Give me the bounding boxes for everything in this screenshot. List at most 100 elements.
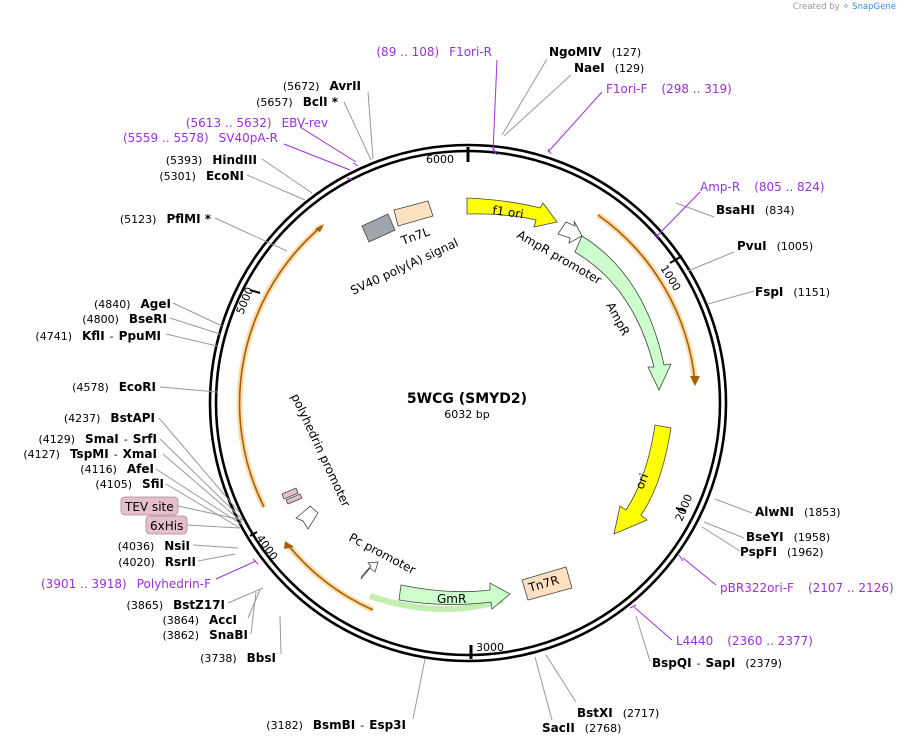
gmr-arrow — [398, 582, 511, 610]
enzyme-labels-left: (3182)BsmBI-Esp3I (3738)BbsI (3862)SnaBI… — [23, 79, 406, 732]
primer: (5613 .. 5632) EBV-rev — [186, 116, 328, 130]
polyhedrin-promoter-label: polyhedrin promoter — [288, 391, 353, 509]
enzyme-site: (4105)SfiI — [95, 477, 164, 491]
enzyme-pos: (1005) — [777, 240, 814, 253]
enzyme-pos: (129) — [615, 62, 645, 75]
his-marker — [285, 493, 303, 505]
enzyme-pos: (4840) — [94, 298, 131, 311]
primer-labels: (89 .. 108)F1ori-R F1ori-F (298 .. 319) A… — [41, 45, 894, 648]
enzyme-name: AlwNI — [755, 505, 794, 519]
credit-prefix: Created by — [792, 2, 840, 12]
primer-name: EBV-rev — [282, 116, 328, 130]
pc-promoter-label: Pc promoter — [347, 530, 418, 577]
enzyme-site: (4741)KflI-PpuMI — [35, 329, 161, 343]
primer: F1ori-F (298 .. 319) — [606, 82, 732, 96]
tn7r-box — [521, 566, 573, 601]
primer: pBR322ori-F(2107 .. 2126) — [720, 581, 894, 595]
enzyme-name: TspMI — [70, 447, 109, 461]
enzyme-pos: (3865) — [127, 599, 164, 612]
enzyme-name: PflMI * — [166, 212, 211, 226]
enzyme-name: NaeI — [574, 61, 605, 75]
enzyme-pos: (3864) — [162, 614, 199, 627]
enzyme-pos: (2768) — [585, 722, 622, 735]
enzyme-name: EcoRI — [119, 380, 156, 394]
orf-arc-right-head — [690, 376, 700, 386]
enzyme-pos: (834) — [765, 204, 795, 217]
primer-range: (298 .. 319) — [661, 82, 731, 96]
primer-name: Polyhedrin-F — [137, 577, 211, 591]
tick-label-3000: 3000 — [476, 641, 504, 654]
enzyme-name: BstZ17I — [173, 598, 225, 612]
enzyme-pos: (4741) — [35, 330, 72, 343]
enzyme-site: (3865) BstZ17I — [127, 598, 225, 612]
enzyme-name: SmaI — [85, 432, 119, 446]
polyhedrin-promoter-arrow — [295, 505, 319, 530]
primer: (89 .. 108)F1ori-R — [376, 45, 492, 59]
f1-ori-label: f1 ori — [492, 203, 525, 221]
primer-name: L4440 — [676, 634, 713, 648]
enzyme-pos: (4800) — [82, 313, 119, 326]
tev-marker — [281, 487, 299, 500]
enzyme-pos: (4036) — [118, 540, 155, 553]
primer: Amp-R(805 .. 824) — [700, 180, 825, 194]
enzyme-pos: (1958) — [794, 531, 831, 544]
enzyme-site: PspFI(1962) — [740, 545, 824, 559]
enzyme-pos: (4105) — [95, 478, 132, 491]
tn7l-label: Tn7L — [398, 225, 432, 249]
enzyme-site: (4578)EcoRI — [72, 380, 156, 394]
enzyme-site: (3864) AccI — [162, 613, 237, 627]
enzyme-site: (5123)PflMI * — [120, 212, 212, 226]
enzyme-site: BseYI(1958) — [746, 530, 830, 544]
enzyme-pos: (2717) — [623, 707, 660, 720]
ampr-promoter-arrow — [557, 220, 583, 244]
ori-label: ori — [633, 472, 651, 491]
enzyme-pos: (5393) — [166, 154, 203, 167]
enzyme-pos: (4127) — [23, 448, 60, 461]
orf-arc-left-head — [315, 224, 324, 232]
gmr-label: GmR — [437, 592, 466, 606]
enzyme-name: BseRI — [129, 312, 167, 326]
enzyme-name: RsrII — [165, 555, 196, 569]
orf-arc-right — [596, 212, 698, 384]
primer-leaders — [215, 59, 717, 641]
sv40-polya-box — [361, 213, 396, 243]
primer-range: (2107 .. 2126) — [808, 581, 894, 595]
enzyme-name: BsaHI — [716, 203, 755, 217]
primer-range: (805 .. 824) — [754, 180, 824, 194]
enzyme-name: BsmBI — [313, 718, 355, 732]
enzyme-pos: (127) — [612, 46, 642, 59]
enzyme-pos: (1962) — [787, 546, 824, 559]
primer: (3901 .. 3918) Polyhedrin-F — [41, 577, 211, 591]
enzyme-name: KflI — [82, 329, 105, 343]
primer-range: (3901 .. 3918) — [41, 577, 127, 591]
plasmid-length: 6032 bp — [444, 408, 489, 421]
enzyme-site: (5672)AvrII — [283, 79, 361, 93]
ampr-arrow — [574, 235, 672, 391]
enzyme-pos: (4020) — [118, 556, 155, 569]
snapgene-logo-icon: ✧ — [842, 2, 850, 12]
primer-range: (5613 .. 5632) — [186, 116, 272, 130]
enzyme-name-2: Esp3I — [369, 718, 406, 732]
enzyme-site: (3738)BbsI — [200, 651, 276, 665]
primer: L4440(2360 .. 2377) — [676, 634, 813, 648]
primer-name: F1ori-F — [606, 82, 647, 96]
tick-label-6000: 6000 — [426, 153, 454, 166]
enzyme-site: (4129)SmaI-SrfI — [38, 432, 157, 446]
enzyme-site: (4237)BstAPI — [64, 411, 155, 425]
enzyme-name: AgeI — [141, 297, 171, 311]
enzyme-name: BspQI — [652, 656, 692, 670]
gmr-glow — [369, 593, 504, 613]
enzyme-pos: (4129) — [38, 433, 75, 446]
enzyme-name: AccI — [209, 613, 237, 627]
orf-arc-left-line — [238, 225, 323, 508]
enzyme-pos: (4237) — [64, 412, 101, 425]
enzyme-pos: (1853) — [804, 506, 841, 519]
boxed-feature-labels: TEV site 6xHis — [120, 496, 243, 535]
enzyme-name: AvrII — [329, 79, 361, 93]
plasmid-name: 5WCG (SMYD2) — [407, 391, 527, 407]
enzyme-site: FspI(1151) — [755, 285, 830, 299]
enzyme-pos: (5301) — [159, 170, 196, 183]
enzyme-site: (4036)NsiI — [118, 539, 190, 553]
enzyme-name: BbsI — [247, 651, 276, 665]
enzyme-site: BstXI(2717) — [577, 706, 659, 720]
